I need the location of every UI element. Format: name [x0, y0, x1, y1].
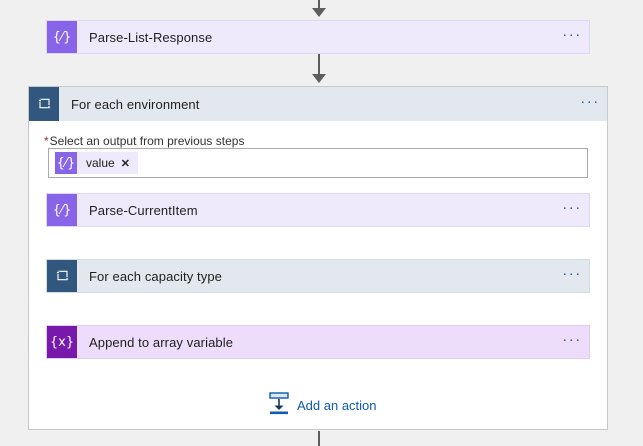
required-asterisk: *	[44, 134, 49, 148]
foreach-loop-icon	[47, 260, 77, 292]
parse-json-icon: {⁄}	[47, 194, 77, 226]
add-action-label: Add an action	[297, 398, 377, 413]
connector-arrow-top	[312, 8, 326, 17]
foreach-environment-scope: For each environment ···	[28, 86, 608, 430]
action-card-title: Parse-List-Response	[89, 29, 213, 45]
connector-top	[318, 0, 320, 12]
foreach-loop-icon	[29, 87, 59, 121]
action-card-title: For each capacity type	[89, 268, 222, 284]
action-card-parse-list-response[interactable]: {⁄} Parse-List-Response ···	[46, 20, 590, 54]
action-card-append-to-array-variable[interactable]: {x} Append to array variable ···	[46, 325, 590, 359]
action-card-title: Append to array variable	[89, 334, 234, 350]
action-card-overflow-menu[interactable]: ···	[562, 25, 582, 43]
dynamic-content-token[interactable]: {⁄} value ✕	[55, 152, 138, 174]
token-parse-json-icon: {⁄}	[55, 152, 77, 174]
action-card-title: Parse-CurrentItem	[89, 202, 198, 218]
add-action-button[interactable]: Add an action	[268, 392, 377, 419]
action-card-for-each-capacity-type[interactable]: For each capacity type ···	[46, 259, 590, 293]
action-card-overflow-menu[interactable]: ···	[562, 264, 582, 282]
action-card-overflow-menu[interactable]: ···	[562, 198, 582, 216]
insert-action-icon	[268, 392, 290, 419]
foreach-environment-overflow-menu[interactable]: ···	[580, 92, 600, 110]
foreach-environment-header[interactable]: For each environment ···	[29, 87, 607, 121]
foreach-parameter-label: *Select an output from previous steps	[44, 134, 244, 148]
parse-json-icon: {⁄}	[47, 21, 77, 53]
connector-bottom	[318, 431, 320, 446]
token-remove-icon[interactable]: ✕	[120, 157, 130, 170]
foreach-environment-title: For each environment	[71, 96, 200, 112]
variable-icon: {x}	[47, 326, 77, 358]
foreach-parameter-input[interactable]: {⁄} value ✕	[48, 148, 588, 178]
token-label: value	[86, 156, 115, 170]
connector-parse-to-foreach	[318, 52, 320, 78]
foreach-parameter-label-text: Select an output from previous steps	[49, 134, 245, 148]
action-card-overflow-menu[interactable]: ···	[562, 330, 582, 348]
action-card-parse-currentitem[interactable]: {⁄} Parse-CurrentItem ···	[46, 193, 590, 227]
connector-arrow-parse-to-foreach	[312, 74, 326, 83]
